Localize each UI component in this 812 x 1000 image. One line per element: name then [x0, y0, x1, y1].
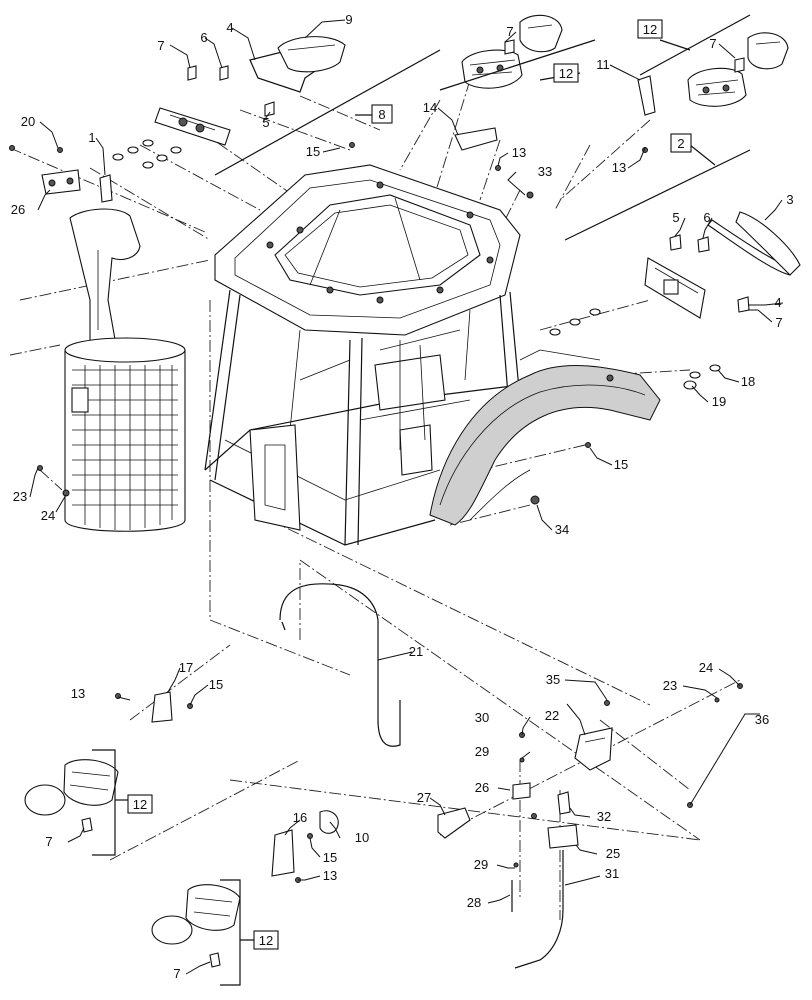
box-12-lower-left — [127, 794, 153, 814]
callout-7: 7 — [173, 966, 180, 981]
callout-20: 20 — [21, 114, 35, 129]
callout-6: 6 — [200, 30, 207, 45]
box-label-12: 12 — [133, 797, 147, 812]
muffler-assembly — [41, 169, 186, 532]
leader-lines — [29, 19, 784, 975]
box-label-12: 12 — [559, 66, 573, 81]
box-label-12: 12 — [643, 22, 657, 37]
work-light-left — [112, 36, 346, 169]
callout-17: 17 — [179, 660, 193, 675]
callout-24: 24 — [41, 508, 55, 523]
callout-7: 7 — [775, 315, 782, 330]
callout-1: 1 — [88, 130, 95, 145]
callout-13: 13 — [612, 160, 626, 175]
callout-27: 27 — [417, 790, 431, 805]
callout-4: 4 — [774, 295, 781, 310]
callout-15: 15 — [323, 850, 337, 865]
callout-5: 5 — [672, 210, 679, 225]
callout-26: 26 — [11, 202, 25, 217]
callout-31: 31 — [605, 866, 619, 881]
callout-15: 15 — [614, 457, 628, 472]
wire-harness-21 — [279, 583, 401, 747]
callout-11: 11 — [596, 57, 610, 72]
callout-14: 14 — [423, 100, 437, 115]
callout-numbers: 7 6 4 9 5 20 1 26 15 14 13 33 7 7 11 13 … — [11, 12, 794, 981]
callout-7: 7 — [506, 24, 513, 39]
callout-9: 9 — [345, 12, 352, 27]
callout-10: 10 — [355, 830, 369, 845]
callout-36: 36 — [755, 712, 769, 727]
callout-34: 34 — [555, 522, 569, 537]
callout-5: 5 — [262, 115, 269, 130]
hardware-lower-right — [437, 683, 743, 969]
callout-18: 18 — [741, 374, 755, 389]
callout-13: 13 — [512, 145, 526, 160]
callout-3: 3 — [786, 192, 793, 207]
callout-28: 28 — [467, 895, 481, 910]
callout-33: 33 — [538, 164, 552, 179]
callout-25: 25 — [606, 846, 620, 861]
callout-brackets — [92, 14, 751, 986]
callout-21: 21 — [409, 644, 423, 659]
callout-15: 15 — [306, 144, 320, 159]
boxed-callouts: 8 12 12 2 12 12 — [127, 19, 692, 950]
cab-assembly — [204, 164, 661, 546]
callout-19: 19 — [712, 394, 726, 409]
box-label-12: 12 — [259, 933, 273, 948]
callout-13: 13 — [323, 868, 337, 883]
light-lower-center — [151, 810, 339, 968]
callout-15: 15 — [209, 677, 223, 692]
callout-23: 23 — [663, 678, 677, 693]
callout-35: 35 — [546, 672, 560, 687]
light-top-center — [461, 14, 563, 89]
callout-30: 30 — [475, 710, 489, 725]
callout-4: 4 — [226, 20, 233, 35]
box-12-lower-center — [253, 930, 279, 950]
callout-7: 7 — [45, 834, 52, 849]
callout-7: 7 — [709, 36, 716, 51]
box-label-2: 2 — [677, 136, 684, 151]
callout-29: 29 — [475, 744, 489, 759]
callout-23: 23 — [13, 489, 27, 504]
callout-24: 24 — [699, 660, 713, 675]
cab-hardware — [9, 127, 648, 505]
box-8 — [371, 104, 393, 124]
callout-13: 13 — [71, 686, 85, 701]
box-12-top-center — [553, 63, 579, 83]
box-12-top-right — [637, 19, 663, 39]
callout-6: 6 — [703, 210, 710, 225]
box-2 — [670, 133, 692, 153]
callout-32: 32 — [597, 809, 611, 824]
light-lower-left — [24, 691, 193, 833]
box-label-8: 8 — [378, 107, 385, 122]
callout-22: 22 — [545, 708, 559, 723]
callout-7: 7 — [157, 38, 164, 53]
callout-16: 16 — [293, 810, 307, 825]
work-light-right — [549, 211, 801, 390]
callout-29: 29 — [474, 857, 488, 872]
light-top-right — [637, 32, 789, 116]
callout-26: 26 — [475, 780, 489, 795]
